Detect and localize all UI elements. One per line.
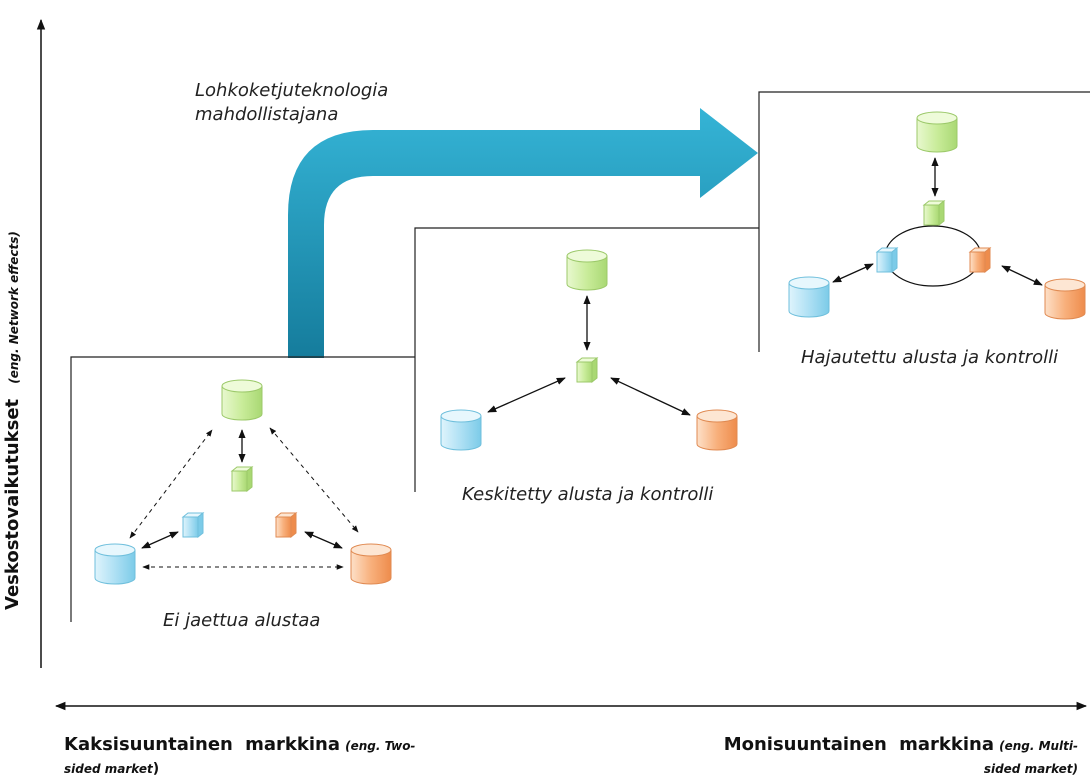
x-axis-left-main: Kaksisuuntainen markkina [64, 734, 340, 755]
orange-database-icon [1044, 278, 1086, 320]
x-axis-right-sub-2: sided market) [983, 762, 1078, 777]
left-panel-network [94, 379, 392, 585]
x-axis-right-label: Monisuuntainen markkina (eng. Multi- sid… [638, 733, 1078, 779]
blockchain-enabler-arrow [288, 108, 758, 358]
panel-outlines [70, 91, 1090, 622]
blue-database-icon [788, 276, 830, 318]
orange-database-icon [350, 543, 392, 585]
blue-database-icon [440, 409, 482, 451]
blue-database-icon [94, 543, 136, 585]
orange-server-icon [274, 511, 298, 539]
orange-server-icon [968, 246, 992, 274]
x-axis-left-sub-1: (eng. Two- [345, 739, 416, 753]
y-axis-label: Veskostovaikutukset (eng. Network effect… [2, 0, 42, 610]
middle-panel-network [440, 249, 738, 451]
middle-panel-caption: Keskitetty alusta ja kontrolli [462, 484, 714, 505]
arrow-label-line2: mahdollistajana [195, 104, 339, 126]
x-axis-left-paren: ) [152, 761, 160, 778]
x-axis-right-sub-1: (eng. Multi- [999, 739, 1078, 753]
y-axis-sub-label: (eng. Network effects) [7, 231, 21, 384]
green-server-icon [230, 465, 254, 493]
blue-server-icon [875, 246, 899, 274]
arrow-label-line1: Lohkoketjuteknologia [195, 80, 389, 101]
green-server-icon [575, 356, 599, 384]
x-axis-left-label: Kaksisuuntainen markkina (eng. Two- side… [64, 733, 484, 779]
green-database-icon [566, 249, 608, 291]
right-panel-network [788, 111, 1086, 320]
x-axis-right-main: Monisuuntainen markkina [723, 734, 994, 755]
green-database-icon [221, 379, 263, 421]
y-axis-main-label: Veskostovaikutukset [2, 398, 23, 610]
green-database-icon [916, 111, 958, 153]
arrow-label: Lohkoketjuteknologia mahdollistajana [195, 79, 388, 128]
left-panel-caption: Ei jaettua alustaa [163, 610, 321, 631]
green-server-icon [922, 199, 946, 227]
x-axis-left-sub-2: sided market [64, 762, 153, 777]
right-panel-caption: Hajautettu alusta ja kontrolli [801, 347, 1059, 368]
orange-database-icon [696, 409, 738, 451]
blue-server-icon [181, 511, 205, 539]
